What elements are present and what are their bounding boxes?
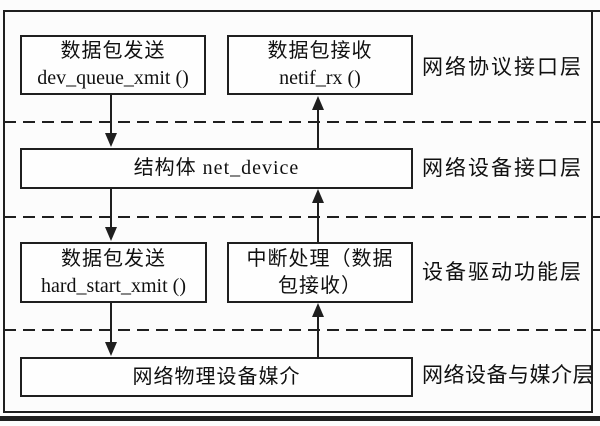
box-packet-send-driver: 数据包发送 hard_start_xmit () bbox=[20, 242, 207, 303]
box-packet-send-protocol: 数据包发送 dev_queue_xmit () bbox=[20, 35, 206, 95]
figure-bottom-rule bbox=[0, 416, 600, 421]
box-net-device-struct: 结构体 net_device bbox=[20, 148, 413, 189]
arrow-interrupt-to-netdevice-head bbox=[312, 189, 324, 203]
arrow-netdevice-to-hardstart-head bbox=[105, 227, 117, 241]
arrow-medium-to-interrupt-head bbox=[312, 303, 324, 317]
box-line: 网络物理设备媒介 bbox=[132, 365, 301, 388]
box-line: dev_queue_xmit () bbox=[37, 67, 189, 89]
box-line: 中断处理（数据 bbox=[246, 247, 394, 270]
layer-label-device-interface: 网络设备接口层 bbox=[422, 156, 583, 180]
layer-label-driver-function: 设备驱动功能层 bbox=[422, 260, 583, 284]
box-line: 数据包发送 bbox=[60, 40, 166, 62]
box-line: 包接收） bbox=[278, 274, 362, 297]
box-line: netif_rx () bbox=[279, 67, 361, 89]
outer-frame bbox=[3, 10, 593, 413]
box-line: 数据包接收 bbox=[267, 40, 373, 62]
box-line: hard_start_xmit () bbox=[41, 274, 186, 297]
layer-label-device-and-medium: 网络设备与媒介层 bbox=[422, 363, 594, 387]
box-packet-receive-protocol: 数据包接收 netif_rx () bbox=[227, 35, 413, 95]
box-line: 结构体 net_device bbox=[133, 157, 300, 179]
box-interrupt-handler: 中断处理（数据 包接收） bbox=[227, 242, 413, 303]
arrow-hardstart-to-medium-head bbox=[105, 342, 117, 356]
arrow-devqueue-to-netdevice-head bbox=[105, 133, 117, 147]
layer-label-protocol-interface: 网络协议接口层 bbox=[422, 55, 583, 79]
box-physical-device-medium: 网络物理设备媒介 bbox=[20, 357, 413, 397]
box-line: 数据包发送 bbox=[61, 247, 166, 270]
arrow-netdevice-to-netifrx-head bbox=[312, 96, 324, 110]
